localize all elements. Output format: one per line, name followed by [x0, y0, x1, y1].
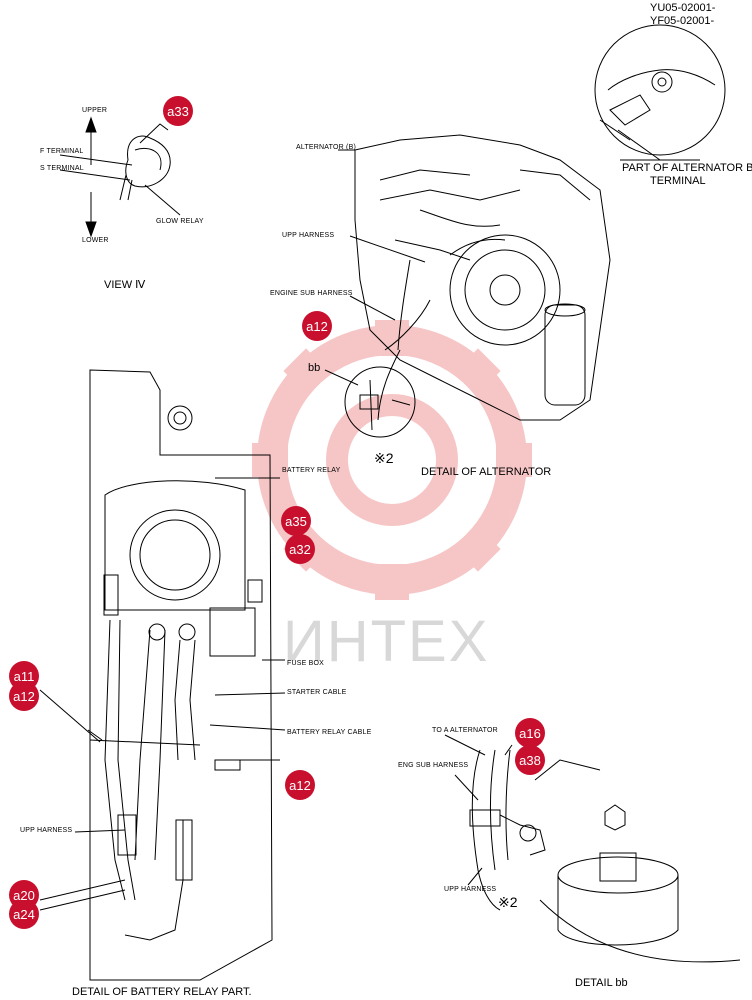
callout-badge-a38[interactable]: a38 — [515, 745, 545, 775]
alternator-upp-harness-label: UPP HARNESS — [282, 232, 335, 239]
battery-relay-sketch — [39, 369, 286, 981]
callout-badge-a12-right[interactable]: a12 — [285, 770, 315, 800]
view-iv-arrows — [85, 116, 97, 238]
glow-relay-sketch — [59, 123, 181, 216]
alternator-bb-label: bb — [308, 362, 321, 374]
bb-ref-mark: ※2 — [498, 894, 518, 910]
alternator-callout-line2: TERMINAL — [650, 175, 706, 187]
alternator-caption: DETAIL OF ALTERNATOR — [421, 466, 552, 478]
bb-caption: DETAIL bb — [575, 977, 628, 989]
view-iv-upper-label: UPPER — [82, 107, 108, 114]
callout-badge-a16-text: a16 — [519, 725, 541, 741]
bb-to-alternator-label: TO A ALTERNATOR — [432, 727, 498, 734]
alternator-callout-line1: PART OF ALTERNATOR B — [622, 162, 752, 174]
battery-relay-label: BATTERY RELAY — [282, 467, 341, 474]
callout-badge-a20-text: a20 — [13, 887, 35, 903]
view-iv-glow-relay-label: GLOW RELAY — [156, 218, 204, 225]
alternator-b-terminal-inset — [594, 24, 726, 161]
callout-badge-a38-text: a38 — [519, 752, 541, 768]
callout-badge-a11-text: a11 — [13, 668, 35, 684]
document-code-2: YF05-02001- — [650, 15, 715, 27]
callout-badge-a32[interactable]: a32 — [285, 534, 315, 564]
callout-badge-a12-alternator-text: a12 — [306, 318, 328, 334]
callout-badge-a35-text: a35 — [285, 513, 307, 529]
callout-badge-a35[interactable]: a35 — [281, 506, 311, 536]
bb-upp-harness-label: UPP HARNESS — [444, 886, 497, 893]
alternator-engine-sub-harness-label: ENGINE SUB HARNESS — [270, 290, 353, 297]
watermark-gear-logo — [252, 320, 532, 600]
callout-badge-a24-text: a24 — [13, 906, 35, 922]
detail-bb-sketch — [444, 734, 741, 963]
view-iv-f-terminal-label: F TERMINAL — [40, 148, 84, 155]
battery-upp-harness-label: UPP HARNESS — [20, 827, 73, 834]
fuse-box-label: FUSE BOX — [287, 660, 324, 667]
view-iv-s-terminal-label: S TERMINAL — [40, 165, 84, 172]
bb-eng-sub-harness-label: ENG SUB HARNESS — [398, 762, 469, 769]
engine-alternator-sketch — [324, 134, 700, 438]
callout-badge-a33[interactable]: a33 — [163, 96, 193, 126]
view-iv-caption: VIEW Ⅳ — [104, 279, 146, 291]
document-code-1: YU05-02001- — [650, 2, 716, 14]
callout-badge-a12-alternator[interactable]: a12 — [302, 311, 332, 341]
callout-badge-a20[interactable]: a20 — [9, 880, 39, 910]
watermark-text: ИНТЕХ — [283, 609, 490, 674]
alternator-b-label: ALTERNATOR (B) — [296, 144, 356, 151]
battery-relay-cable-label: BATTERY RELAY CABLE — [287, 729, 372, 736]
callout-badge-a16[interactable]: a16 — [515, 718, 545, 748]
callout-badge-a32-text: a32 — [289, 541, 311, 557]
callout-badge-a12-right-text: a12 — [289, 777, 311, 793]
starter-cable-label: STARTER CABLE — [287, 689, 347, 696]
callout-badge-a12-left-text: a12 — [13, 688, 35, 704]
callout-badge-a33-text: a33 — [167, 103, 189, 119]
battery-caption: DETAIL OF BATTERY RELAY PART. — [72, 986, 252, 998]
view-iv-lower-label: LOWER — [82, 237, 109, 244]
alternator-ref-mark: ※2 — [374, 450, 394, 466]
callout-badge-a11[interactable]: a11 — [9, 661, 39, 691]
